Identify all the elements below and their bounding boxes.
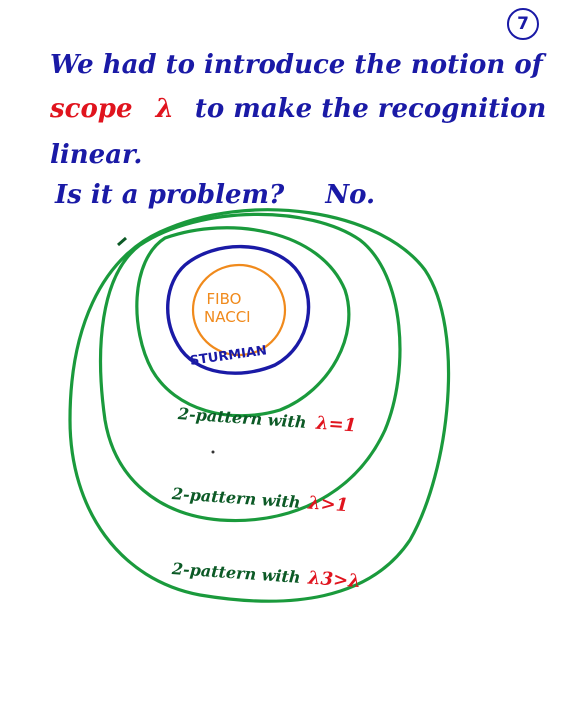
question-text: Is it a problem? (55, 180, 285, 210)
fibonacci-label: FIBO NACCI (204, 290, 251, 326)
page-number-badge: 7 (507, 8, 539, 40)
dot-mark (211, 450, 215, 454)
text-line-2: scope λ to make the recognition (50, 96, 546, 122)
fibo-line-2: NACCI (204, 308, 251, 326)
fibonacci-outline (191, 263, 287, 357)
sturmian-outline (166, 244, 311, 375)
line3-text: linear. (50, 140, 143, 170)
ring-1-lambda: λ=1 (315, 412, 357, 437)
ring-1-outline (135, 226, 351, 418)
page-number: 7 (517, 14, 529, 34)
text-line-4: Is it a problem? No. (55, 182, 375, 208)
scope-word: scope (50, 94, 133, 124)
answer-text: No. (325, 180, 376, 210)
line2-rest-text: to make the recognition (194, 94, 547, 124)
ring-2-lambda: λ>1 (307, 492, 349, 517)
scribble-mark (117, 236, 127, 247)
text-line-3: linear. (50, 142, 142, 168)
line1-text: We had to introduce the notion of (50, 50, 543, 80)
scope-lambda: λ (155, 94, 174, 124)
ring-2-outline (98, 212, 402, 523)
ring-3-lambda: λ3>λ (307, 567, 362, 593)
fibo-line-1: FIBO (206, 290, 242, 308)
ring-3-outline (68, 208, 451, 603)
text-line-1: We had to introduce the notion of (50, 52, 543, 78)
